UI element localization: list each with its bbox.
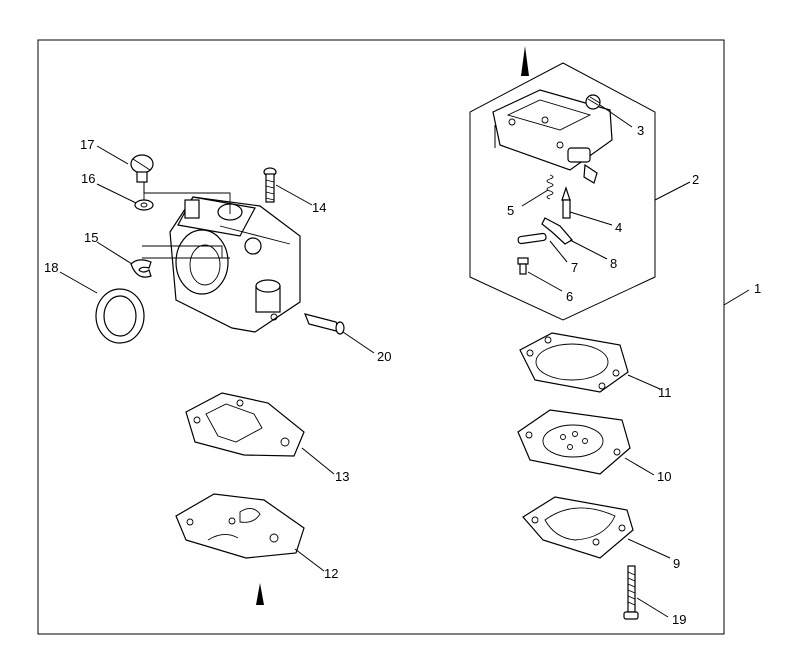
part-label-11: 11 — [658, 385, 672, 400]
pump-cover-part — [492, 89, 613, 184]
part-label-8: 8 — [610, 256, 617, 271]
assembly-guides — [142, 182, 231, 259]
diaphragm-part — [517, 409, 631, 475]
carburetor-body-part — [169, 196, 301, 333]
metering-cover-part — [522, 496, 634, 559]
flow-arrow-bottom — [256, 583, 264, 605]
spring-part — [546, 174, 554, 200]
lever-pin-part — [517, 232, 547, 245]
left-plate-part — [175, 493, 305, 559]
leader-lines — [59, 104, 750, 618]
part-label-10: 10 — [657, 469, 671, 484]
part-label-17: 17 — [80, 137, 94, 152]
part-label-13: 13 — [335, 469, 349, 484]
part-label-15: 15 — [84, 230, 98, 245]
part-label-20: 20 — [377, 349, 391, 364]
part-label-5: 5 — [507, 203, 514, 218]
body-screw-part — [263, 167, 277, 203]
control-lever-part — [541, 217, 573, 245]
adjust-screw-part — [130, 154, 154, 183]
part-label-7: 7 — [571, 260, 578, 275]
part-label-12: 12 — [324, 566, 338, 581]
long-screw-part — [623, 565, 639, 620]
part-label-16: 16 — [81, 171, 95, 186]
needle-jet-part — [304, 313, 345, 335]
part-label-9: 9 — [673, 556, 680, 571]
part-label-3: 3 — [637, 123, 644, 138]
e-clip-part — [130, 259, 152, 278]
gasket-part — [519, 332, 629, 393]
needle-valve-part — [561, 186, 571, 219]
part-label-14: 14 — [312, 200, 326, 215]
part-label-4: 4 — [615, 220, 622, 235]
diagram-frame — [37, 39, 725, 635]
part-label-1: 1 — [754, 281, 761, 296]
part-label-19: 19 — [672, 612, 686, 627]
left-gasket-part — [185, 392, 305, 457]
washer-part — [134, 199, 154, 211]
part-label-18: 18 — [44, 260, 58, 275]
flow-arrow-top — [521, 46, 529, 76]
screw-small-part — [517, 257, 529, 275]
part-label-2: 2 — [692, 172, 699, 187]
part-label-6: 6 — [566, 289, 573, 304]
pump-assembly-group-outline — [469, 62, 656, 321]
seal-ring-part — [95, 288, 145, 344]
